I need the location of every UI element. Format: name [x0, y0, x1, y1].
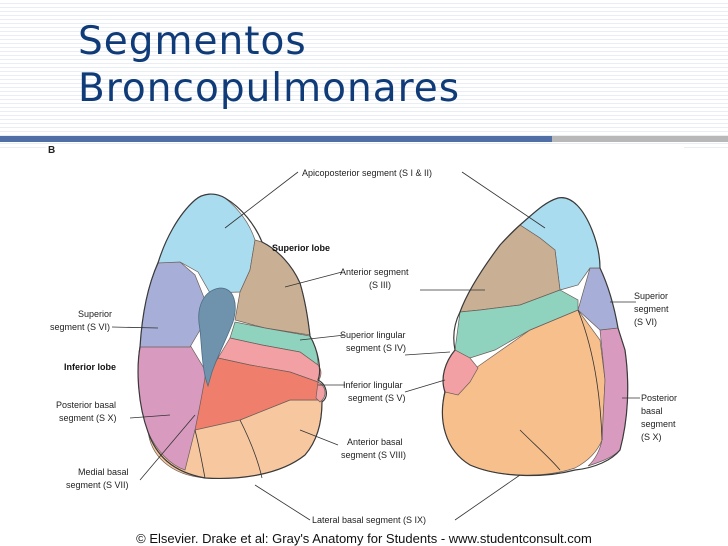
right-lung-outline	[441, 197, 629, 477]
right-boundary-1	[577, 309, 603, 441]
label-anterior-2: (S III)	[369, 280, 391, 290]
label-inferior-lobe: Inferior lobe	[64, 362, 116, 372]
label-superior-right-2: segment	[634, 304, 669, 314]
label-inf-lingular-1: Inferior lingular	[343, 380, 403, 390]
label-post-basal-right-3: segment	[641, 419, 676, 429]
label-sup-lingular-2: segment (S IV)	[346, 343, 406, 353]
label-inf-lingular-2: segment (S V)	[348, 393, 406, 403]
left-lung	[137, 193, 327, 479]
label-anterior-1: Anterior segment	[340, 267, 409, 277]
slide-title: Segmentos Broncopulmonares	[78, 18, 460, 112]
label-medial-basal-2: segment (S VII)	[66, 480, 129, 490]
right-boundary-2	[519, 429, 561, 471]
label-superior-lobe: Superior lobe	[272, 243, 330, 253]
title-line-1: Segmentos	[78, 19, 307, 64]
right-lung	[441, 197, 629, 477]
title-rule-blue	[0, 136, 552, 142]
label-post-basal-right-4: (S X)	[641, 432, 662, 442]
label-superior-right-3: (S VI)	[634, 317, 657, 327]
label-post-basal-left-2: segment (S X)	[59, 413, 117, 423]
label-ant-basal-1: Anterior basal	[347, 437, 403, 447]
figure-letter: B	[48, 145, 56, 156]
label-ant-basal-2: segment (S VIII)	[341, 450, 406, 460]
labels: Apicoposterior segment (S I & II) Superi…	[50, 168, 677, 525]
label-superior-left-1: Superior	[78, 309, 112, 319]
left-lung-outline	[137, 193, 327, 479]
left-boundary-1	[239, 419, 263, 479]
title-rule-gray	[552, 136, 728, 142]
label-sup-lingular-1: Superior lingular	[340, 330, 406, 340]
label-post-basal-right-1: Posterior	[641, 393, 677, 403]
label-superior-left-2: segment (S VI)	[50, 322, 110, 332]
label-apicoposterior: Apicoposterior segment (S I & II)	[302, 168, 432, 178]
label-lateral-basal: Lateral basal segment (S IX)	[312, 515, 426, 525]
left-lingula-bump	[315, 381, 326, 403]
leader-lines	[111, 171, 640, 521]
label-post-basal-right-2: basal	[641, 406, 663, 416]
label-medial-basal-1: Medial basal	[78, 467, 129, 477]
copyright-notice: © Elsevier. Drake et al: Gray's Anatomy …	[136, 531, 592, 546]
title-line-2: Broncopulmonares	[78, 66, 461, 111]
left-hilum	[198, 287, 236, 388]
left-boundary-2	[194, 429, 206, 479]
label-post-basal-left-1: Posterior basal	[56, 400, 116, 410]
background-texture	[0, 0, 728, 150]
label-superior-right-1: Superior	[634, 291, 668, 301]
left-superior-segment	[139, 261, 206, 348]
